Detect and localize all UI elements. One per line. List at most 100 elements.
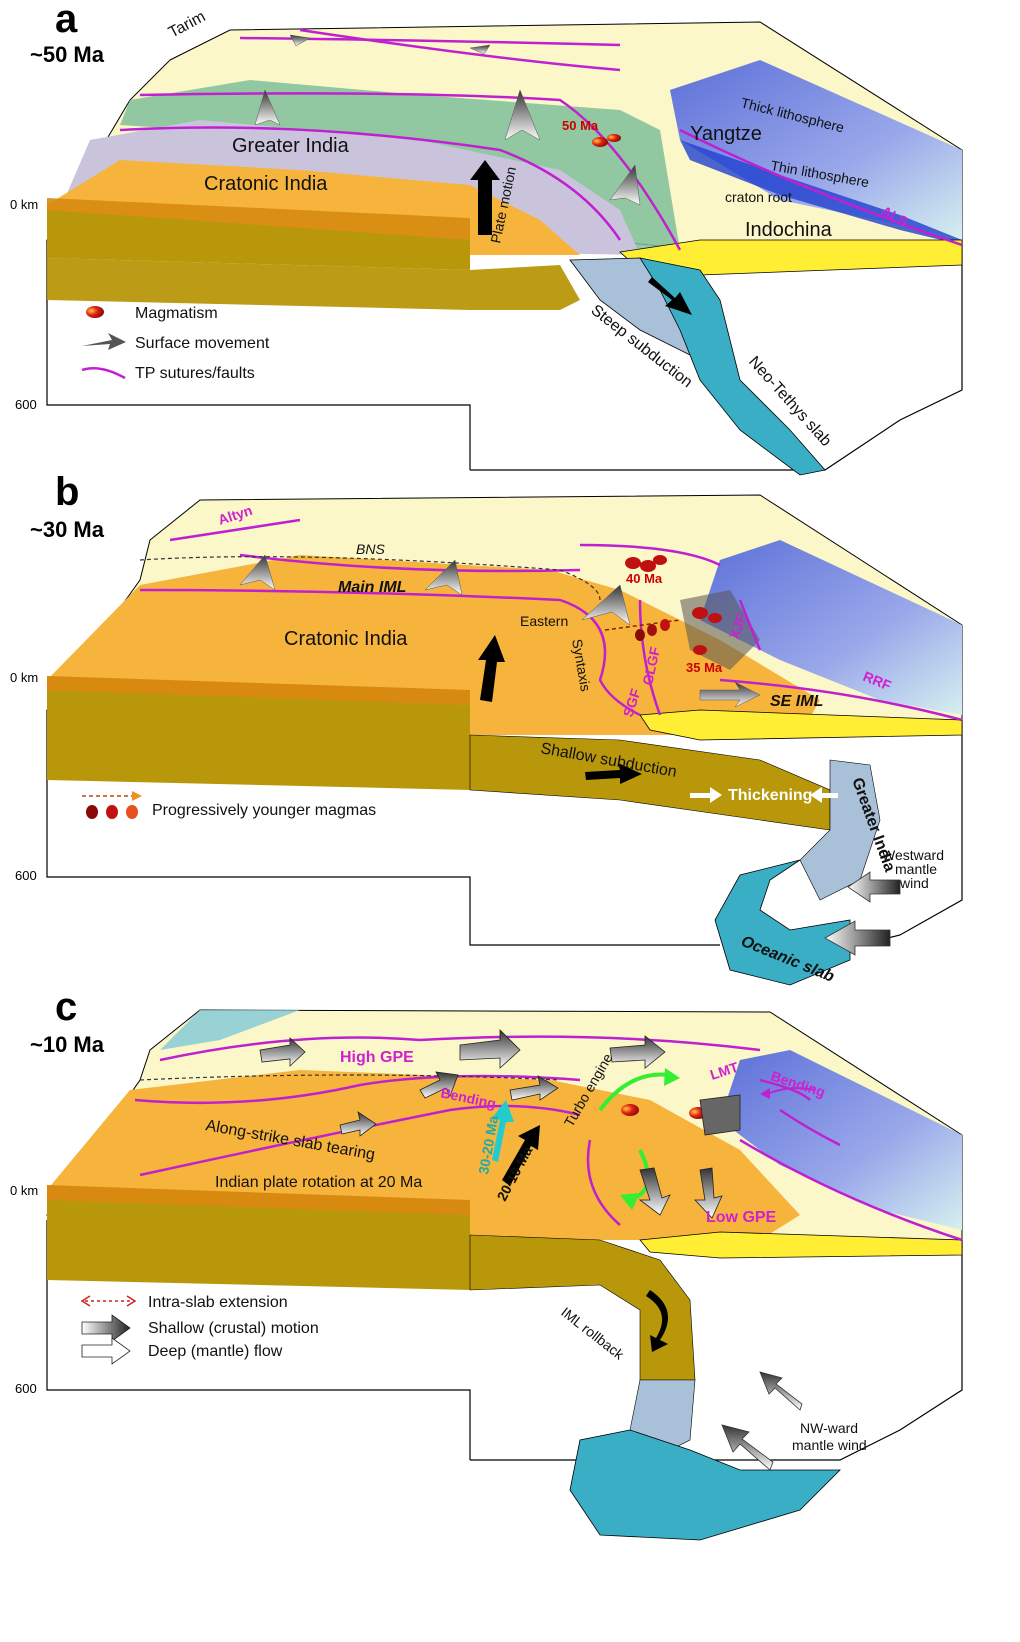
label-iml-rollback: IML rollback — [558, 1304, 628, 1363]
slab-subduction-b — [469, 734, 831, 831]
bending-arrowhead-right — [760, 1088, 770, 1099]
label-se-iml: SE IML — [770, 693, 823, 710]
crust-front-b — [47, 676, 470, 705]
magma-50 — [592, 134, 621, 147]
label-main-iml: Main IML — [338, 579, 406, 596]
label-nw-wind-2: mantle wind — [792, 1437, 867, 1453]
crust-dark-a — [47, 210, 470, 270]
depth-bottom-a: 600 — [15, 397, 37, 412]
surface-arrows-a — [254, 34, 641, 206]
mantle-wind-arrows-c — [721, 1371, 803, 1471]
label-eastern: Eastern — [520, 613, 568, 629]
legend-crustal-arrow-icon — [81, 1314, 131, 1342]
oceanic-slab-b — [714, 859, 851, 986]
yangtze-region-c — [720, 1050, 962, 1230]
bending-arrow-right — [769, 1087, 816, 1094]
legend-arrow-icon — [82, 333, 126, 350]
plate-rotation-arrow-2010 — [502, 1125, 540, 1186]
legend-surface-movement: Surface movement — [135, 335, 270, 352]
label-bns: BNS — [356, 541, 385, 557]
depth-bottom-b: 600 — [15, 868, 37, 883]
legend-c: Intra-slab extension Shallow (crustal) m… — [80, 1294, 319, 1365]
crust-lower-a — [47, 258, 580, 310]
legend-mantle-arrow-icon — [81, 1337, 131, 1365]
panel-label-b: b — [55, 470, 79, 514]
legend-b: Progressively younger magmas — [82, 791, 376, 819]
label-cratonic-india-b: Cratonic India — [284, 628, 408, 650]
mantle-wind-arrows-b — [824, 871, 901, 956]
shallow-subduction-arrow — [585, 763, 642, 784]
panel-a: a ~50 Ma 0 km 600 Tarim Greater India Cr… — [10, 0, 963, 476]
legend-intra-slab: Intra-slab extension — [148, 1294, 288, 1311]
age-a: ~50 Ma — [30, 42, 105, 67]
yangtze-region-b — [700, 540, 962, 715]
legend-magma-icon — [86, 306, 104, 318]
label-westward-2: mantle — [895, 861, 937, 877]
legend-sutures: TP sutures/faults — [135, 365, 255, 382]
depth-top-a: 0 km — [10, 197, 38, 212]
label-glgf: GLGF — [639, 645, 663, 687]
sutures-c — [134, 1035, 963, 1242]
label-westward-1: Westward — [882, 847, 944, 863]
panel-label-c: c — [55, 985, 77, 1029]
label-age-40: 40 Ma — [626, 571, 663, 586]
nw-blue-c — [160, 1010, 300, 1050]
label-age-35: 35 Ma — [686, 660, 723, 675]
plate-motion-arrow-a — [470, 160, 500, 235]
yellow-edge-c — [639, 1231, 963, 1259]
legend-shallow-motion: Shallow (crustal) motion — [148, 1320, 319, 1337]
legend-deep-flow: Deep (mantle) flow — [148, 1343, 283, 1360]
label-yangtze: Yangtze — [690, 123, 762, 145]
label-tarim: Tarim — [166, 8, 209, 41]
legend-extension-head-left — [80, 1295, 91, 1307]
depth-top-b: 0 km — [10, 670, 38, 685]
age-b: ~30 Ma — [30, 517, 105, 542]
turbo-green-head-1 — [664, 1068, 680, 1086]
label-high-gpe: High GPE — [340, 1049, 414, 1066]
magma-b — [625, 555, 722, 655]
crust-dark-c — [47, 1200, 470, 1290]
thickening-arrow-left — [690, 787, 722, 803]
bns-dashed — [139, 556, 601, 601]
legend-extension-head-right — [126, 1295, 137, 1307]
depth-bottom-c: 600 — [15, 1381, 37, 1396]
sutures-b — [139, 518, 963, 722]
age-c: ~10 Ma — [30, 1032, 105, 1057]
legend-suture-icon — [81, 367, 126, 380]
thickening-arrow-right — [810, 787, 838, 803]
oceanic-slab-c — [569, 1429, 841, 1541]
label-age-50: 50 Ma — [562, 118, 599, 133]
panel-b: b ~30 Ma 0 km 600 Altyn BNS Main IML Cra… — [10, 470, 963, 986]
panel-c: c ~10 Ma 0 km 600 High GPE Bending Bendi… — [10, 985, 963, 1541]
label-nw-wind-1: NW-ward — [800, 1420, 858, 1436]
greater-india-slab-b — [799, 759, 881, 901]
legend-magmatism: Magmatism — [135, 305, 218, 322]
yellow-edge-b — [639, 709, 963, 741]
legend-magma-1 — [86, 805, 98, 819]
label-greater-india-a: Greater India — [232, 135, 350, 157]
legend-younger-arrowhead — [132, 791, 142, 801]
label-cratonic-india-a: Cratonic India — [204, 173, 328, 195]
dashed-line-c — [139, 1074, 561, 1081]
crustal-motion-arrows-c — [259, 1029, 723, 1219]
plate-motion-arrow-b — [478, 635, 505, 702]
label-westward-3: wind — [899, 875, 929, 891]
legend-magma-2 — [106, 805, 118, 819]
surface-arrows-b — [239, 554, 761, 708]
rollback-arrow — [646, 1290, 668, 1352]
label-low-gpe: Low GPE — [706, 1209, 777, 1226]
label-thickening: Thickening — [728, 787, 812, 804]
panel-label-a: a — [55, 0, 78, 41]
crust-dark-b — [47, 690, 470, 790]
label-craton-root: craton root — [725, 189, 792, 205]
label-indochina: Indochina — [745, 219, 833, 241]
label-rotation: Indian plate rotation at 20 Ma — [215, 1174, 422, 1191]
box-frame-c — [470, 1240, 963, 1461]
yangtze-region — [670, 60, 962, 240]
block-dark-c — [699, 1094, 741, 1136]
steep-subduction-arrow — [648, 277, 692, 315]
turbo-green-head-2 — [620, 1193, 640, 1210]
plate-rotation-arrow-3020 — [492, 1100, 514, 1162]
legend-magma-3 — [126, 805, 138, 819]
